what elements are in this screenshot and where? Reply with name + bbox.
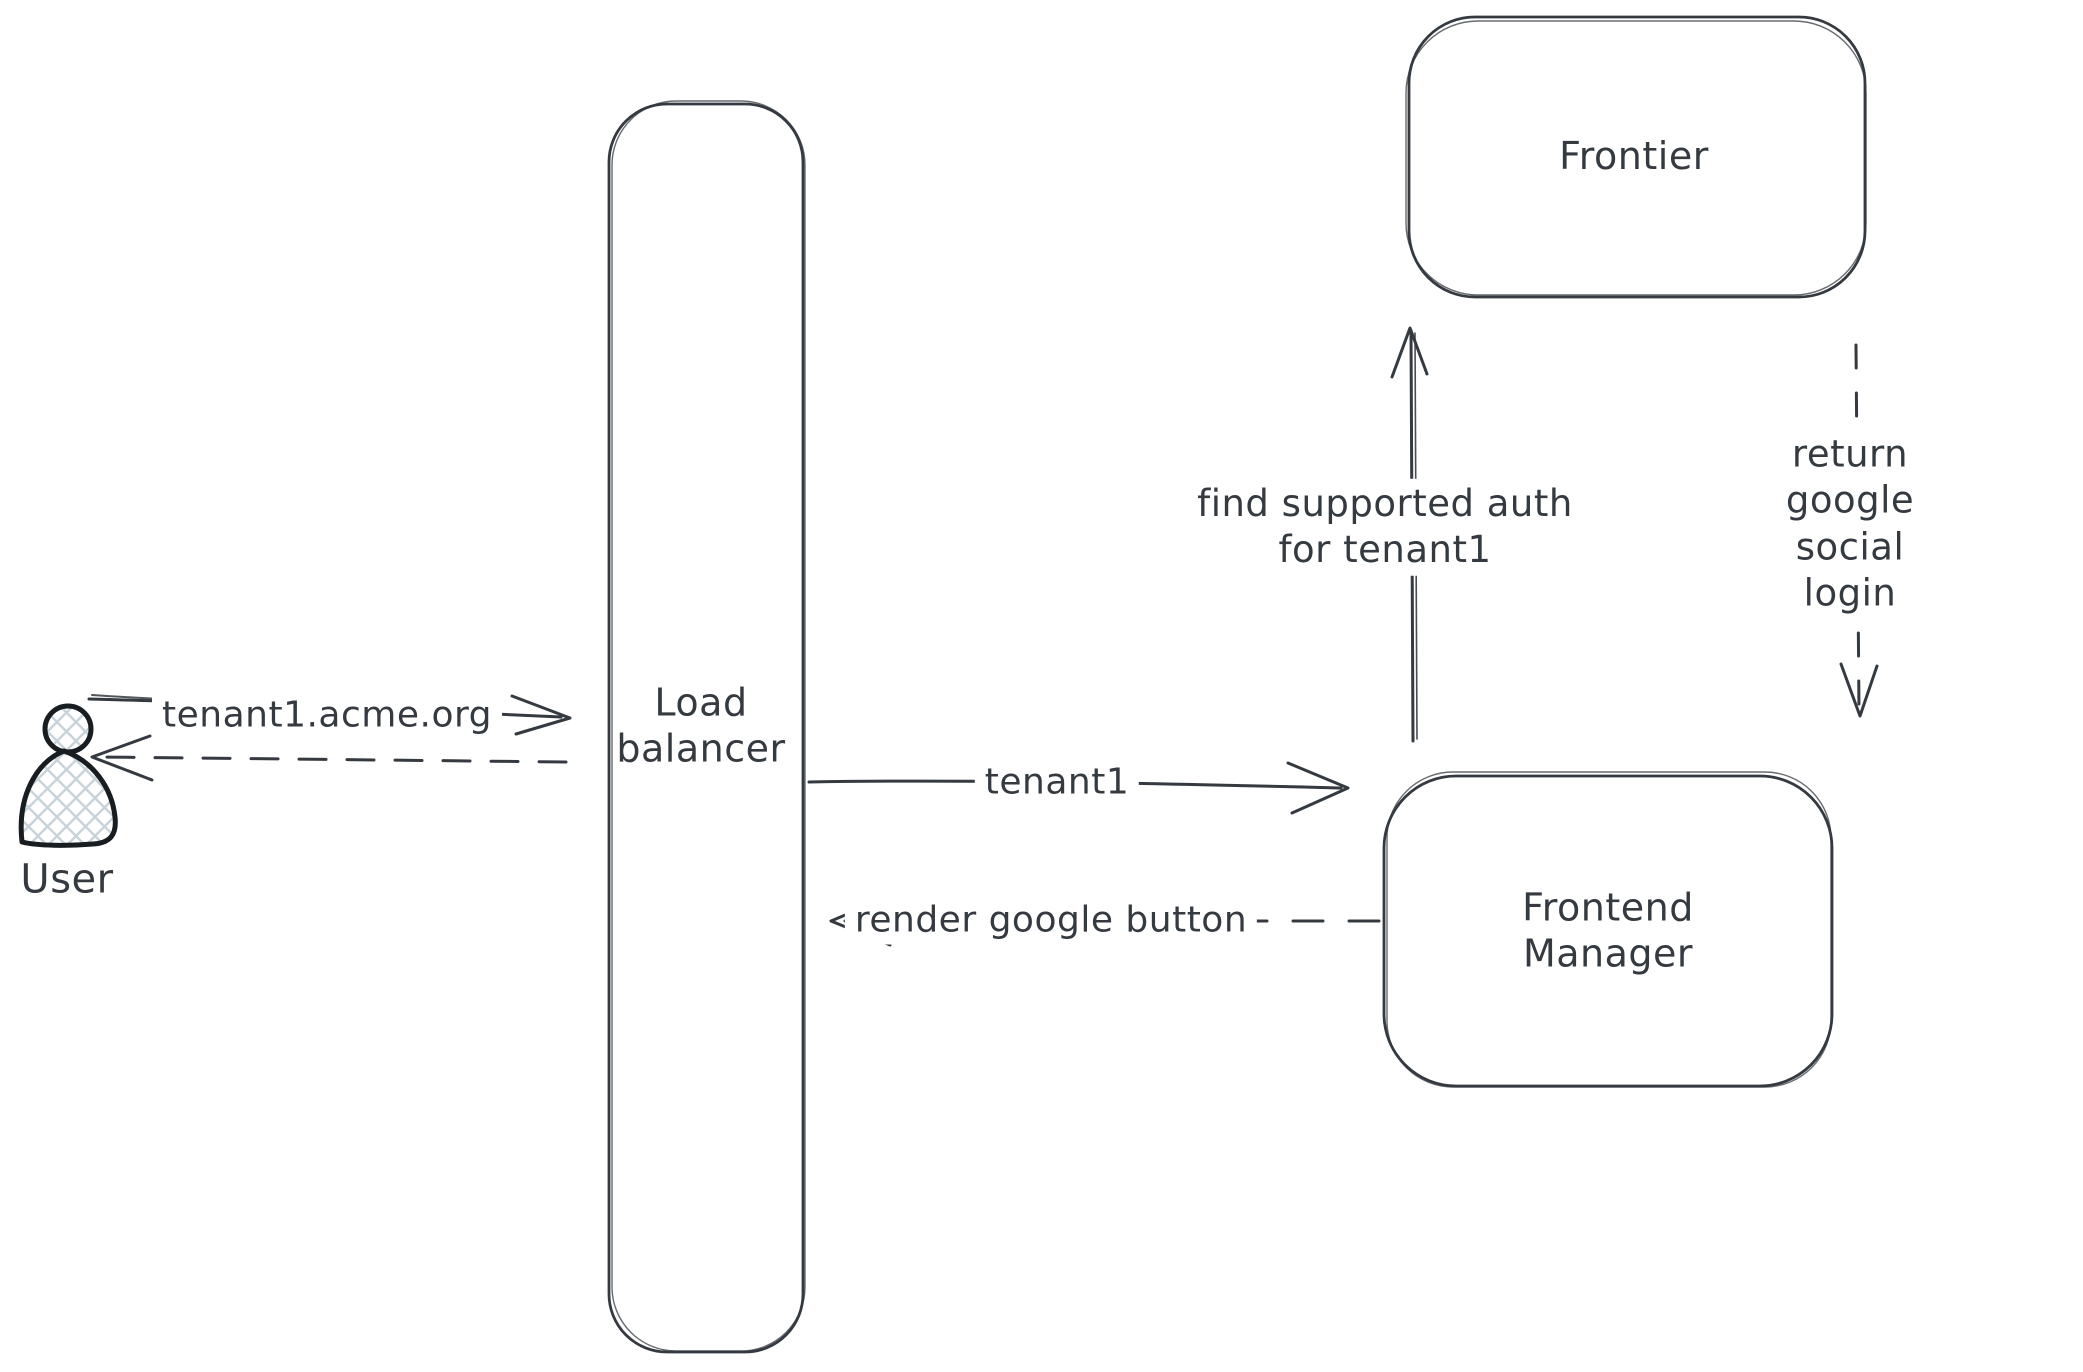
frontier-label: Frontier bbox=[1559, 133, 1709, 178]
user-person-icon bbox=[18, 703, 118, 848]
edge-label-tenant1: tenant1 bbox=[974, 757, 1140, 807]
edge-label-tenant1-acme-org: tenant1.acme.org bbox=[152, 690, 502, 740]
frontend-manager-label: Frontend Manager bbox=[1522, 885, 1694, 976]
frontend-manager-box bbox=[1382, 771, 1834, 1088]
arrow-frontier-to-frontend-manager bbox=[1839, 343, 1879, 718]
load-balancer-label: Load balancer bbox=[616, 680, 786, 771]
frontier-box bbox=[1405, 15, 1867, 299]
edge-label-find-supported-auth: find supported auth for tenant1 bbox=[1187, 478, 1583, 576]
edge-label-return-google-social-login: return google social login bbox=[1733, 429, 1967, 619]
arrow-load-balancer-to-user bbox=[90, 734, 568, 782]
load-balancer-box bbox=[607, 100, 806, 1354]
edge-label-render-google-button: render google button bbox=[844, 895, 1258, 945]
user-label: User bbox=[20, 856, 114, 903]
